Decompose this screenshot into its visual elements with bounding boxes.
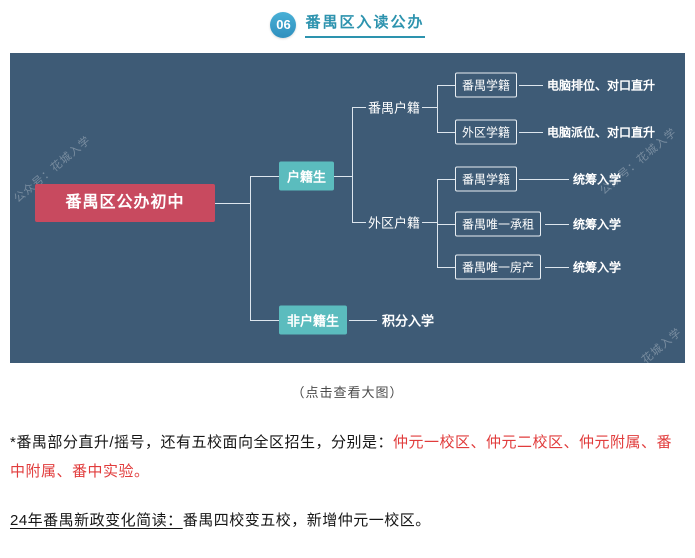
- connector-line: [437, 179, 438, 268]
- result-text: 统筹入学: [573, 260, 622, 275]
- branch-hukou: 户籍生: [279, 161, 335, 191]
- connector-line: [545, 267, 569, 268]
- result-text: 电脑派位、对口直升: [547, 125, 656, 140]
- section-title: 番禺区入读公办: [305, 11, 425, 38]
- label-panyu-hukou: 番禺户籍: [368, 100, 421, 116]
- connector-line: [437, 132, 455, 133]
- connector-line: [519, 132, 543, 133]
- condition-box: 外区学籍: [455, 119, 518, 145]
- connector-line: [349, 320, 377, 321]
- connector-line: [334, 176, 352, 177]
- image-caption: （点击查看大图）: [291, 385, 404, 400]
- note-schools-red: 仲元一校区、仲元二校区、仲元附属、番中附属、番中实验。: [10, 434, 673, 480]
- summary-title: 24年番禺新政变化简读：: [10, 512, 183, 529]
- label-other-hukou: 外区户籍: [368, 215, 421, 231]
- connector-line: [352, 222, 366, 223]
- connector-line: [437, 179, 455, 180]
- connector-line: [250, 176, 251, 321]
- connector-line: [352, 107, 366, 108]
- connector-line: [250, 176, 279, 177]
- branch-non-hukou: 非户籍生: [279, 305, 348, 335]
- section-header: 06 番禺区入读公办: [0, 0, 695, 53]
- condition-box: 番禺唯一承租: [455, 211, 542, 237]
- result-text: 电脑排位、对口直升: [547, 78, 656, 93]
- condition-box: 番禺学籍: [455, 72, 518, 98]
- result-text: 统筹入学: [573, 172, 622, 187]
- connector-line: [437, 85, 455, 86]
- connector-line: [519, 85, 543, 86]
- connector-line: [519, 179, 569, 180]
- flowchart-image[interactable]: 公众号：花城入学 公众号：花城入学 公众号：花城入学 番禺区公办初中 户籍生 非…: [10, 53, 685, 363]
- summary-line: 24年番禺新政变化简读：番禺四校变五校，新增仲元一校区。: [10, 509, 685, 530]
- connector-line: [250, 320, 279, 321]
- summary-text: 番禺四校变五校，新增仲元一校区。: [182, 512, 431, 529]
- note-text: *番禺部分直升/摇号，还有五校面向全区招生，分别是：: [10, 434, 394, 451]
- note-paragraph: *番禺部分直升/摇号，还有五校面向全区招生，分别是：仲元一校区、仲元二校区、仲元…: [10, 428, 685, 486]
- connector-line: [545, 224, 569, 225]
- condition-box: 番禺学籍: [455, 166, 518, 192]
- result-text: 积分入学: [382, 313, 435, 329]
- condition-box: 番禺唯一房产: [455, 254, 542, 280]
- connector-line: [437, 85, 438, 133]
- section-number-badge: 06: [270, 11, 297, 38]
- connector-line: [437, 224, 455, 225]
- root-node: 番禺区公办初中: [35, 184, 215, 222]
- connector-line: [422, 107, 437, 108]
- connector-line: [422, 222, 437, 223]
- watermark-text: 公众号：花城入学: [603, 326, 685, 363]
- connector-line: [352, 107, 353, 223]
- connector-line: [437, 267, 455, 268]
- result-text: 统筹入学: [573, 217, 622, 232]
- connector-line: [215, 203, 250, 204]
